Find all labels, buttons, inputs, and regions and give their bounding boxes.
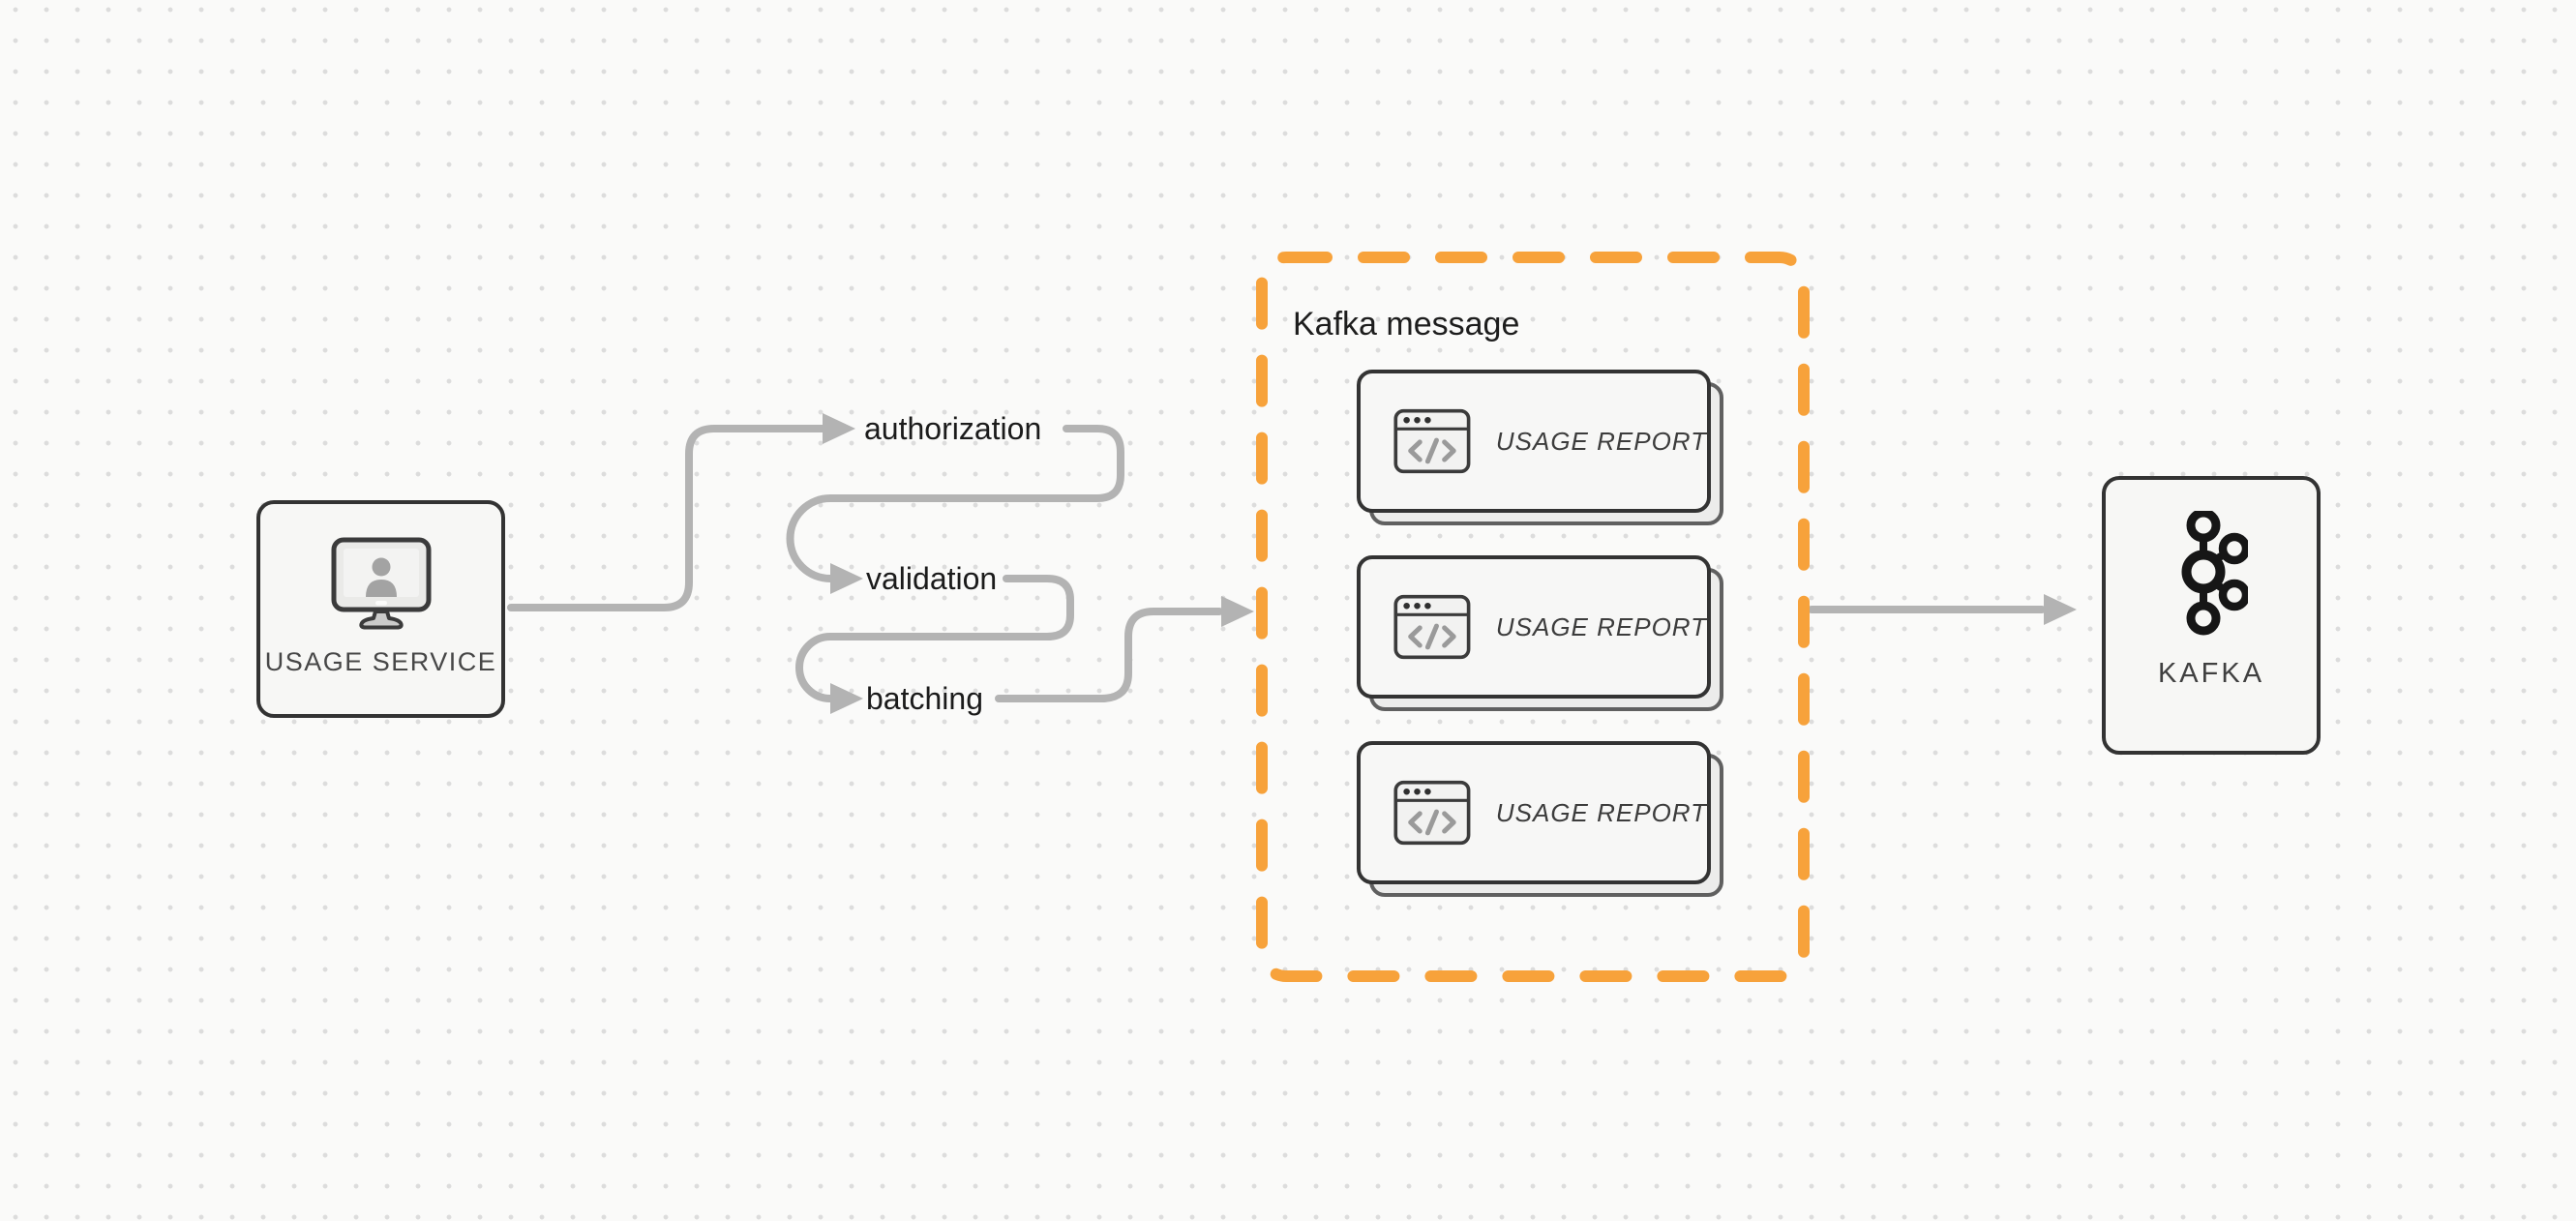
usage-report-card: USAGE REPORT <box>1357 555 1723 711</box>
usage-report-card: USAGE REPORT <box>1357 741 1723 897</box>
arrowhead <box>830 683 863 714</box>
arrow-usage-to-authorization <box>507 425 826 611</box>
code-window-icon <box>1393 594 1471 660</box>
kafka-label: KAFKA <box>2157 658 2265 689</box>
usage-service-node: USAGE SERVICE <box>256 500 505 718</box>
step-label-validation: validation <box>866 561 998 596</box>
arrow-batching-to-group <box>995 608 1223 702</box>
arrow-authorization-to-validation <box>786 425 1124 582</box>
dashed-group-border <box>1256 252 1810 982</box>
arrow-validation-to-batching <box>795 575 1074 702</box>
arrowhead <box>823 413 855 444</box>
arrowhead <box>1221 596 1254 627</box>
usage-report-label: USAGE REPORT <box>1495 611 1707 641</box>
kafka-node: KAFKA <box>2102 476 2321 755</box>
arrowhead <box>2044 594 2077 625</box>
kafka-message-group: Kafka message USAGE REPORT <box>1256 252 1810 982</box>
code-window-icon <box>1393 408 1471 474</box>
group-title: Kafka message <box>1293 306 1520 342</box>
arrowhead <box>830 563 863 594</box>
kafka-logo-icon <box>2181 511 2248 636</box>
step-label-batching: batching <box>866 681 983 716</box>
monitor-user-icon <box>331 537 431 630</box>
code-window-icon <box>1393 780 1471 846</box>
step-label-authorization: authorization <box>864 411 1042 446</box>
usage-report-label: USAGE REPORT <box>1495 797 1707 827</box>
usage-service-label: USAGE SERVICE <box>264 647 497 676</box>
usage-report-card: USAGE REPORT <box>1357 370 1723 525</box>
usage-report-label: USAGE REPORT <box>1495 426 1707 456</box>
